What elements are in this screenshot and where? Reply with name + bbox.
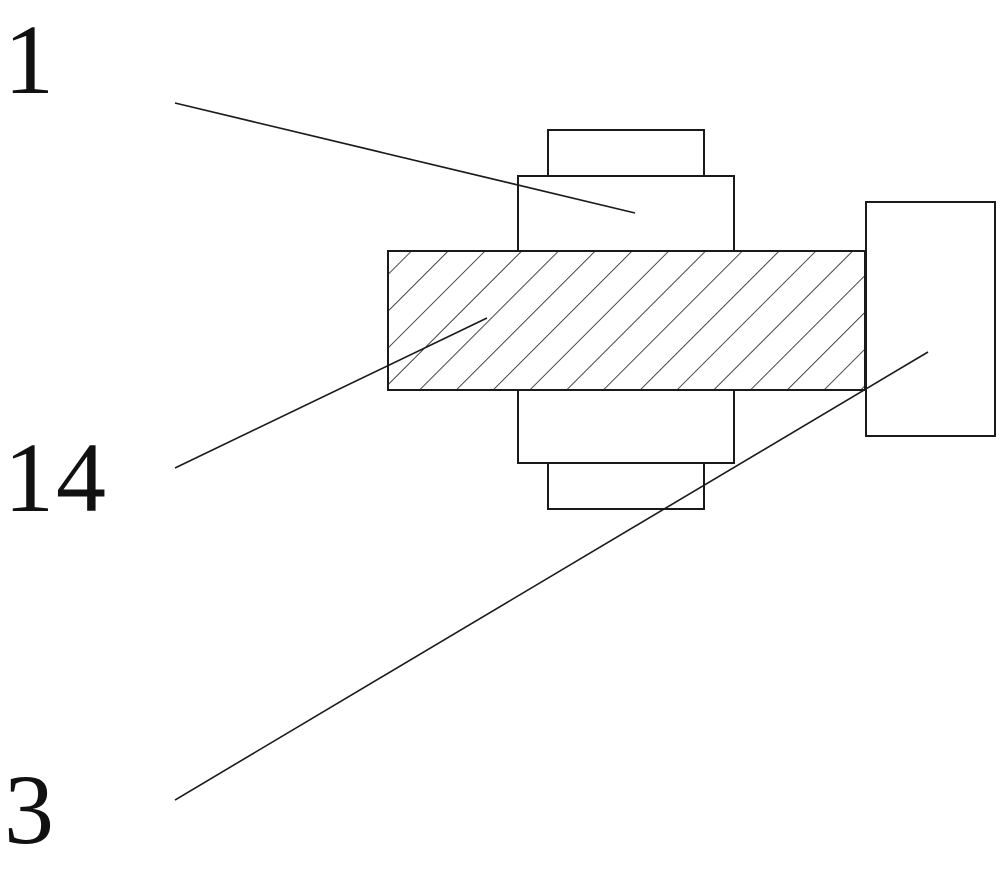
label-part-3: 3	[4, 760, 54, 860]
upper-nut-body	[518, 176, 734, 251]
side-block	[866, 202, 995, 436]
hatched-plate	[388, 251, 865, 390]
lower-nut-body	[518, 390, 734, 463]
leader-line-14	[175, 318, 487, 468]
lower-nut-cap	[548, 463, 704, 509]
label-part-14: 14	[4, 428, 108, 528]
upper-nut-cap	[548, 130, 704, 176]
label-part-1: 1	[4, 10, 54, 110]
